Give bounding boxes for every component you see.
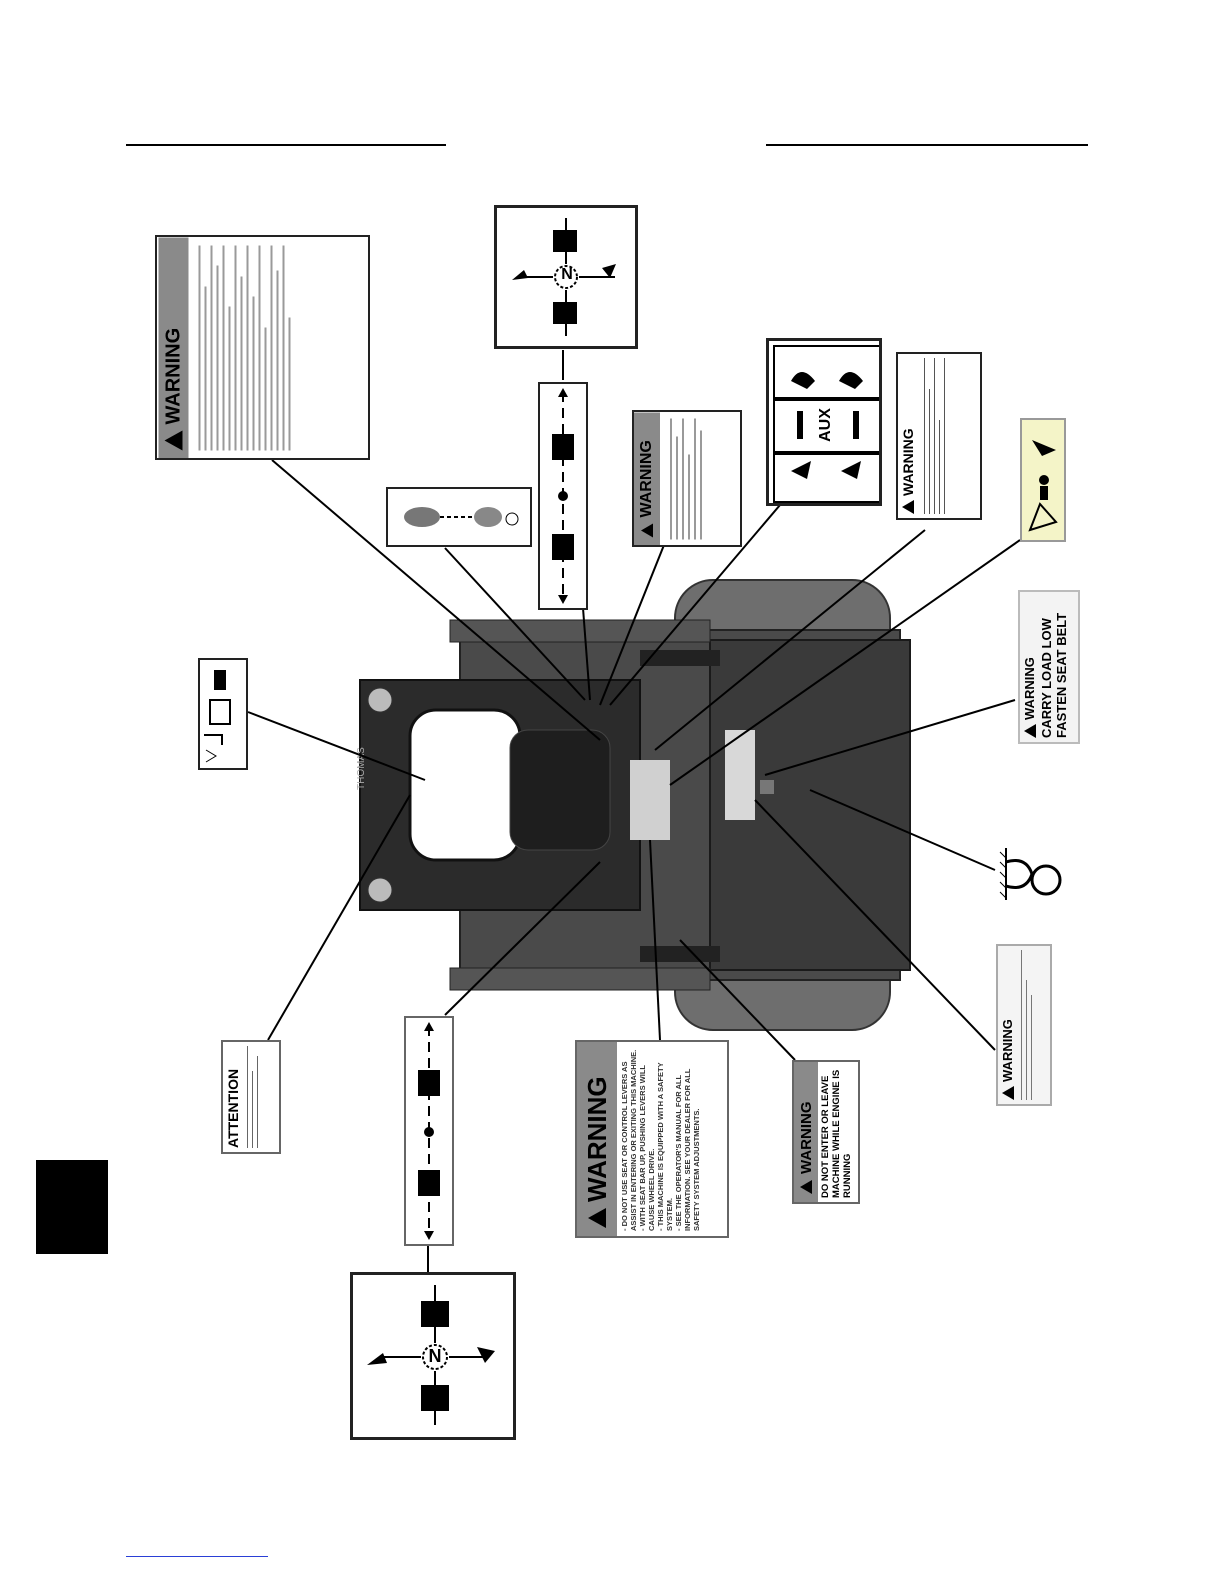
joystick-adjust-decal (386, 487, 532, 547)
warning-triangle-icon (588, 1208, 606, 1228)
warning-decal-large: WARNING (155, 235, 370, 460)
warning-triangle-icon (641, 523, 653, 537)
seat-bar-warning-text: - DO NOT USE SEAT OR CONTROL LEVERS AS A… (620, 1049, 701, 1231)
warning-triangle-icon (902, 500, 914, 514)
control-pattern-decal-top: N (494, 205, 638, 349)
attention-title: ATTENTION (225, 1068, 241, 1148)
do-not-enter-title: WARNING (797, 1101, 815, 1175)
carry-load-warning-title: WARNING (1022, 657, 1037, 720)
footer-link-underline[interactable] (126, 1556, 268, 1557)
lift-arm-right (449, 967, 711, 991)
control-lever-arrows-icon (367, 1285, 495, 1425)
do-not-enter-text: DO NOT ENTER OR LEAVE MACHINE WHILE ENGI… (820, 1069, 853, 1198)
warning-triangle-icon (800, 1180, 812, 1194)
neutral-label-top: N (561, 266, 573, 283)
carry-load-line2: FASTEN SEAT BELT (1054, 612, 1069, 738)
warning-triangle-icon (164, 430, 182, 450)
crush-hazard-icon (1028, 440, 1058, 532)
crush-warning-title: WARNING (1000, 1019, 1015, 1082)
warning-triangle-icon (1023, 724, 1036, 738)
operator-seat (509, 729, 611, 851)
aux-decal: AUX (766, 338, 882, 506)
header-rule-right (766, 144, 1088, 146)
carry-load-line1: CARRY LOAD LOW (1039, 618, 1054, 738)
seat-bar-warning-title: WARNING (581, 1076, 612, 1202)
capacity-warning-decal: WARNING (896, 352, 982, 520)
tie-down-icon (999, 848, 1062, 900)
machine-top-view (359, 579, 911, 1031)
warning-triangle-icon (1001, 1086, 1014, 1100)
yellow-pictogram-decal (1020, 418, 1066, 542)
warning-decal-middle: WARNING (632, 410, 742, 547)
lift-arm-left (449, 619, 711, 643)
tie-down-decal (996, 842, 1066, 906)
header-rule-left (126, 144, 446, 146)
warning-decal-large-title: WARNING (161, 327, 184, 424)
attention-decal: ATTENTION (221, 1040, 281, 1154)
lever-strip-decal-top (538, 382, 588, 610)
neutral-label-bottom: N (428, 1346, 442, 1366)
lever-strip-decal-bottom (404, 1016, 454, 1246)
seat-belt-icon (204, 670, 231, 763)
carry-load-decal: WARNING CARRY LOAD LOW FASTEN SEAT BELT (1018, 590, 1080, 744)
capacity-warning-title: WARNING (900, 428, 916, 496)
control-pattern-decal-bottom: N (350, 1272, 516, 1440)
do-not-enter-decal: WARNING DO NOT ENTER OR LEAVE MACHINE WH… (792, 1060, 860, 1204)
operator-pictogram-decal (198, 658, 248, 770)
seat-bar-warning-decal: WARNING - DO NOT USE SEAT OR CONTROL LEV… (575, 1040, 729, 1238)
section-tab (36, 1160, 108, 1254)
warning-decal-middle-title: WARNING (638, 439, 655, 517)
control-lever-arrows-icon (512, 218, 616, 336)
crush-warning-decal: WARNING (996, 944, 1052, 1106)
